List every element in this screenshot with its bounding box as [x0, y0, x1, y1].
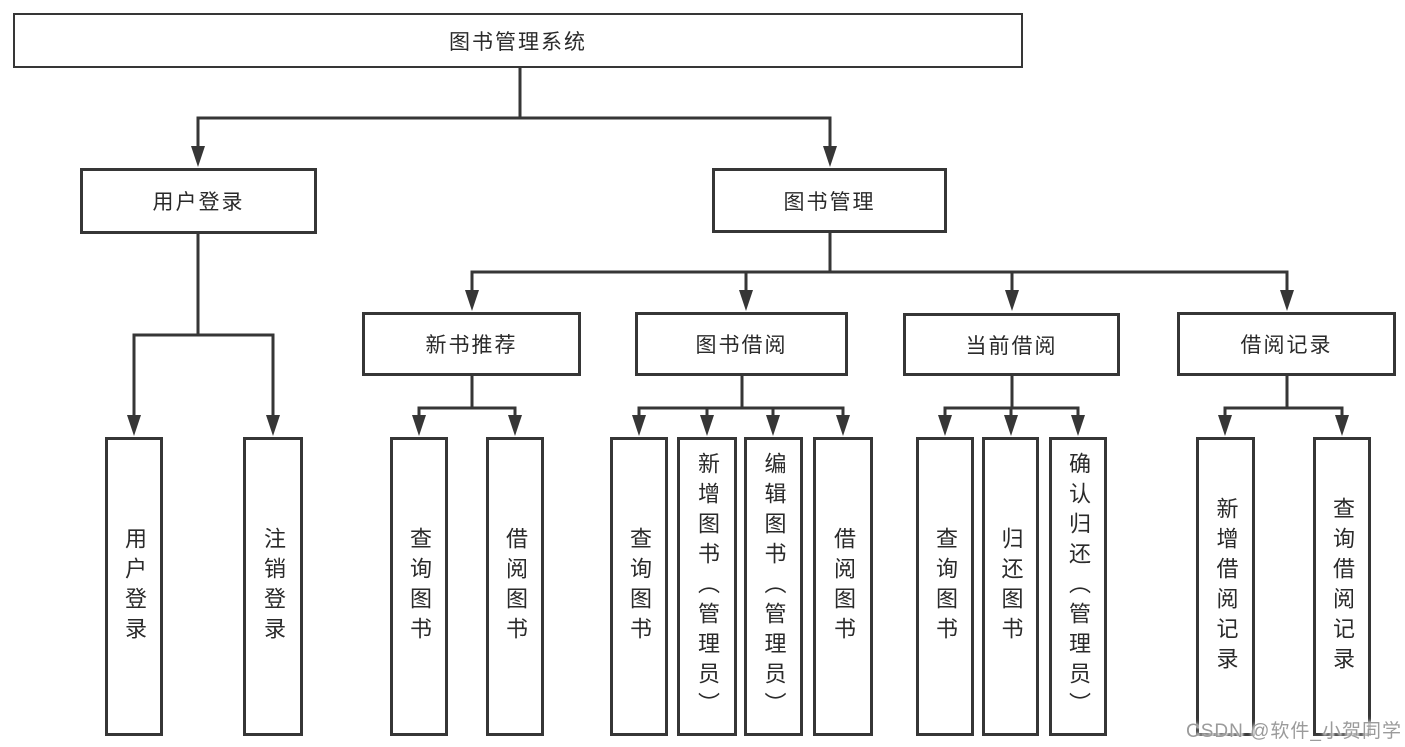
leaf-add-borrow-record: 新增借阅记录 — [1196, 437, 1255, 736]
leaf-return-books: 归还图书 — [982, 437, 1039, 736]
node-book-borrow: 图书借阅 — [635, 312, 848, 376]
node-book-borrow-label: 图书借阅 — [695, 334, 788, 357]
leaf-label: 归还图书 — [998, 526, 1024, 647]
csdn-watermark: CSDN @软件_小贺同学 — [1186, 721, 1402, 742]
leaf-logout: 注销登录 — [243, 437, 303, 736]
leaf-label: 确认归还（管理员） — [1066, 451, 1091, 722]
node-borrow-records-label: 借阅记录 — [1240, 334, 1333, 357]
node-new-book-recommend-label: 新书推荐 — [425, 334, 518, 357]
leaf-label: 查询图书 — [627, 526, 652, 647]
node-borrow-records: 借阅记录 — [1177, 312, 1396, 376]
leaf-label: 注销登录 — [261, 526, 286, 647]
node-new-book-recommend: 新书推荐 — [362, 312, 581, 376]
leaf-add-book-admin: 新增图书（管理员） — [677, 437, 737, 736]
leaf-label: 查询图书 — [407, 526, 432, 647]
node-book-management-label: 图书管理 — [783, 190, 876, 214]
leaf-query-borrow-record: 查询借阅记录 — [1313, 437, 1371, 736]
leaf-label: 查询图书 — [933, 526, 958, 647]
leaf-label: 借阅图书 — [831, 526, 856, 647]
node-root-label: 图书管理系统 — [449, 30, 587, 54]
node-current-borrow: 当前借阅 — [903, 313, 1120, 376]
leaf-label: 编辑图书（管理员） — [761, 451, 787, 722]
leaf-current-query-books: 查询图书 — [916, 437, 974, 736]
leaf-label: 借阅图书 — [503, 526, 528, 647]
leaf-confirm-return-admin: 确认归还（管理员） — [1049, 437, 1107, 736]
leaf-user-login: 用户登录 — [105, 437, 163, 736]
arrowheads — [127, 146, 1349, 436]
leaf-borrow-borrow-books: 借阅图书 — [813, 437, 873, 736]
leaf-label: 新增图书（管理员） — [695, 451, 720, 722]
leaf-borrow-query-books: 查询图书 — [610, 437, 668, 736]
leaf-label: 查询借阅记录 — [1330, 496, 1355, 677]
node-book-management: 图书管理 — [712, 168, 947, 233]
leaf-label: 用户登录 — [122, 526, 147, 647]
node-user-login: 用户登录 — [80, 168, 317, 234]
leaf-label: 新增借阅记录 — [1213, 496, 1239, 677]
node-user-login-label: 用户登录 — [152, 191, 245, 214]
leaf-edit-book-admin: 编辑图书（管理员） — [744, 437, 803, 736]
leaf-recommend-query-books: 查询图书 — [390, 437, 448, 736]
node-root: 图书管理系统 — [13, 13, 1023, 68]
leaf-recommend-borrow-books: 借阅图书 — [486, 437, 544, 736]
node-current-borrow-label: 当前借阅 — [965, 334, 1058, 358]
